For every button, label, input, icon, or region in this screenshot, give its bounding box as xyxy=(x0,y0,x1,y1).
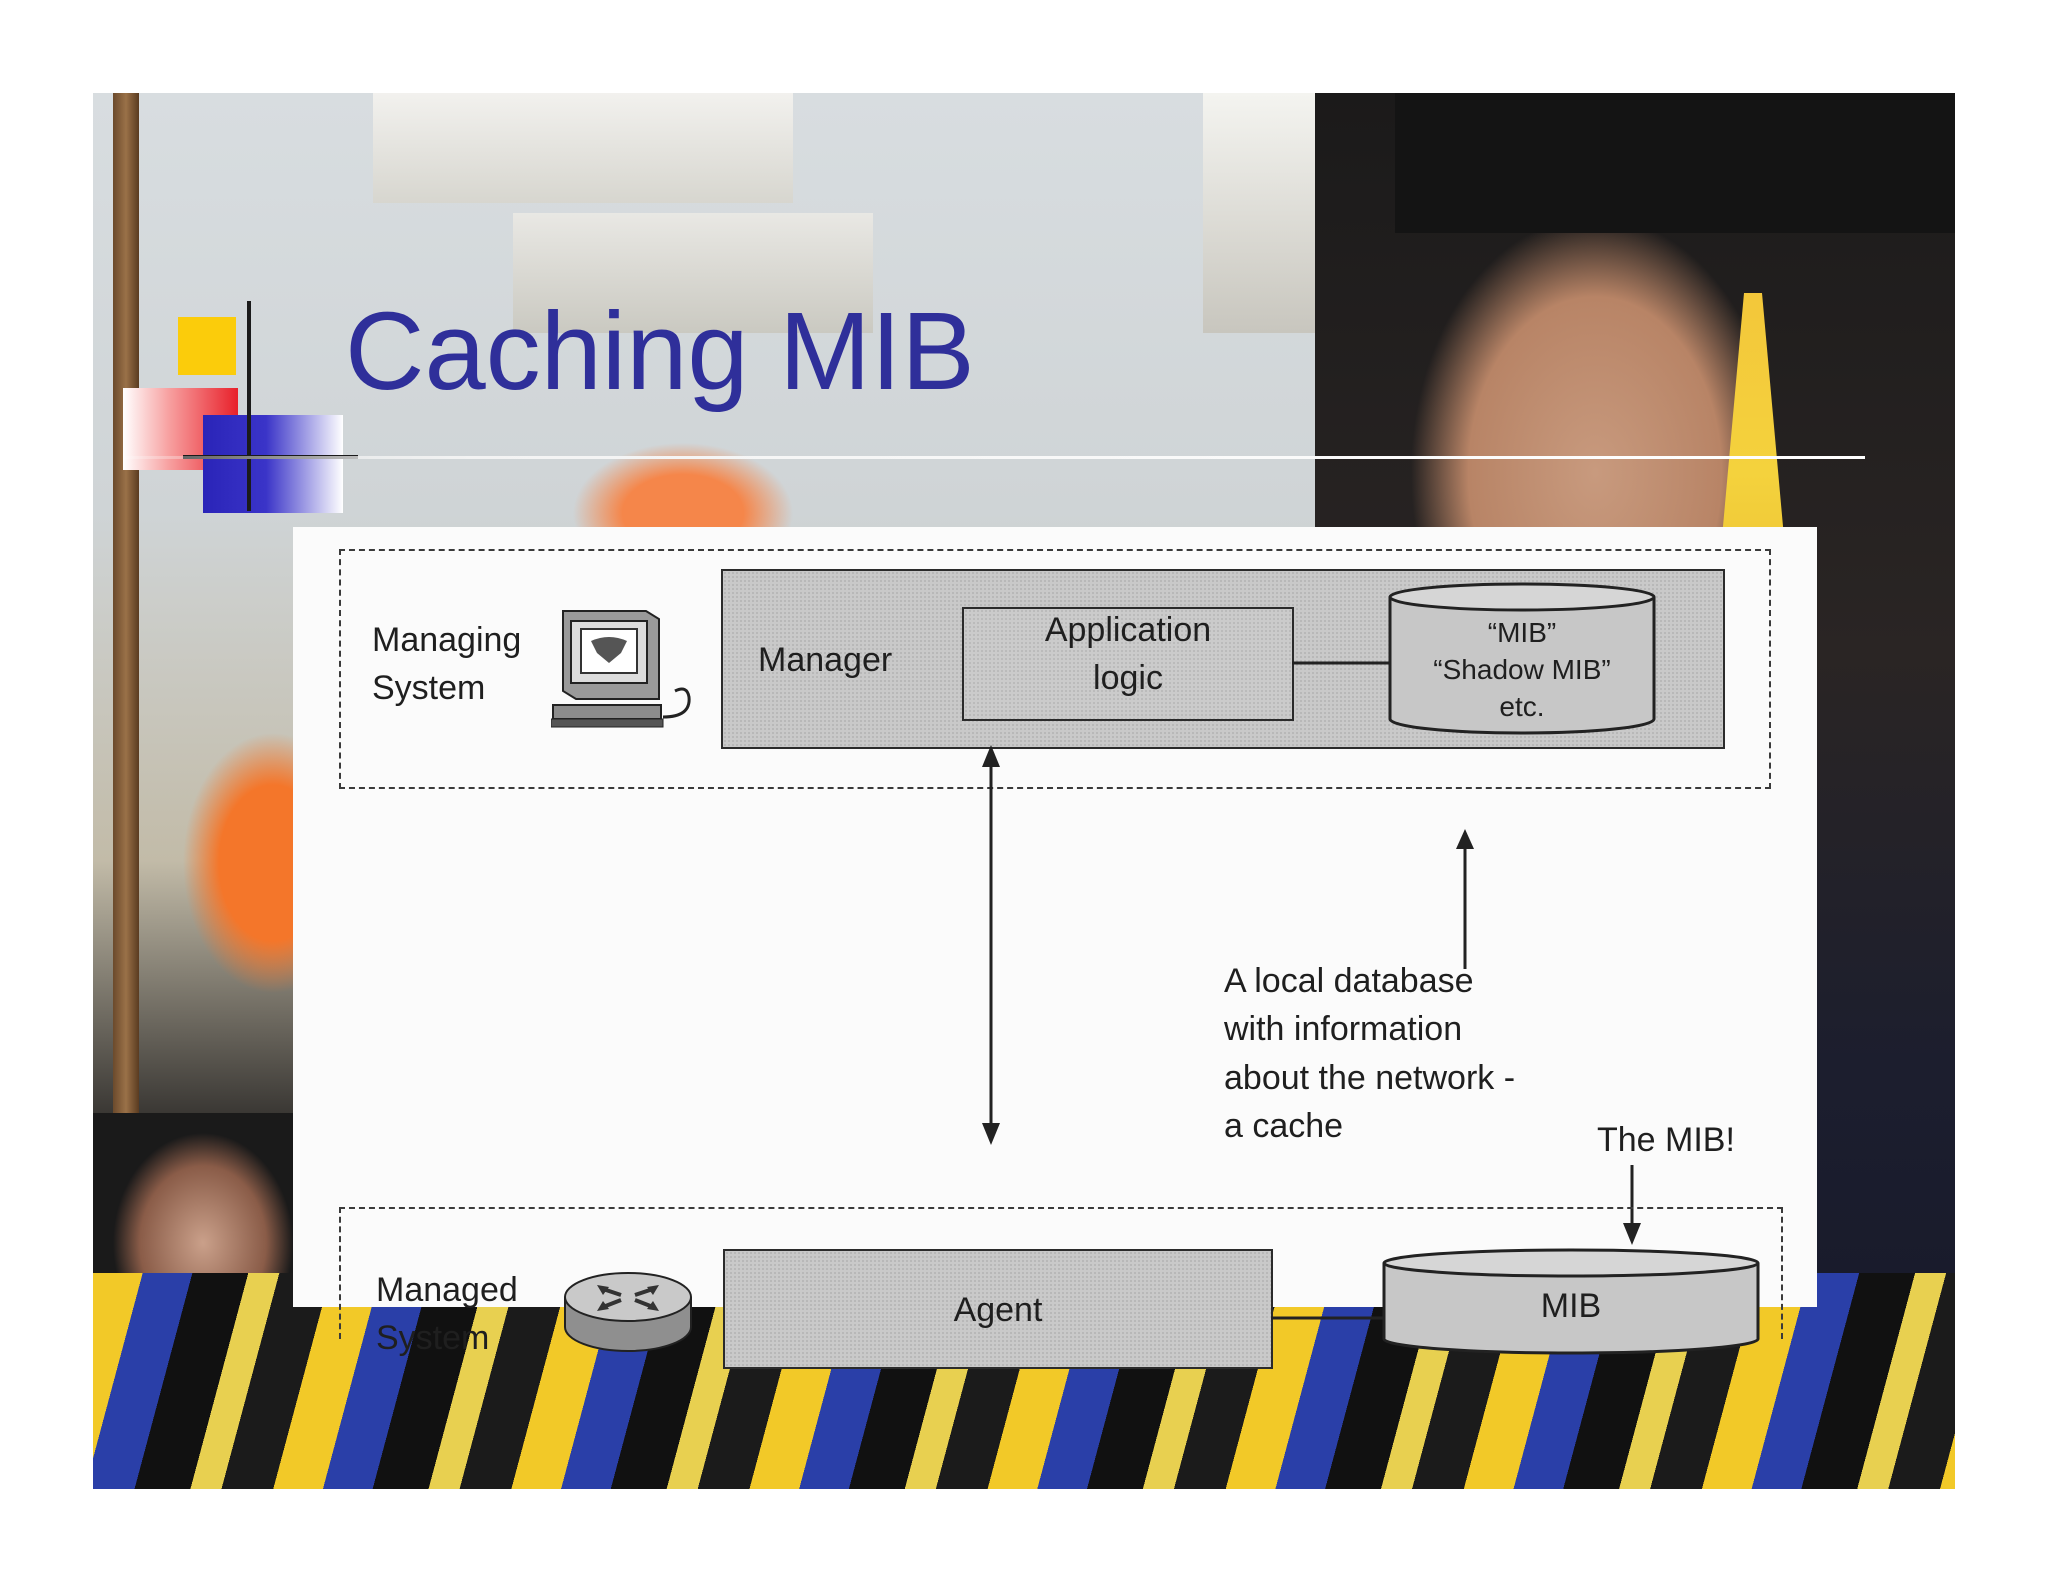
managing-system-region xyxy=(339,549,1771,789)
background-pole xyxy=(113,93,139,1293)
manager-label: Manager xyxy=(758,641,893,679)
background-building xyxy=(373,93,793,203)
background-building xyxy=(513,213,873,333)
title-deco-blue-square xyxy=(203,415,343,513)
slide: Caching MIB Managing System Manager Appl… xyxy=(93,93,1955,1489)
title-deco-yellow-square xyxy=(178,317,236,375)
title-rule xyxy=(123,456,1865,459)
agent-label: Agent xyxy=(953,1291,1043,1329)
shadow-mib-line3: etc. xyxy=(1499,691,1545,722)
shadow-mib-line2: “Shadow MIB” xyxy=(1433,654,1611,685)
managed-system-region xyxy=(339,1207,1783,1339)
managing-system-label: Managing System xyxy=(372,621,522,707)
slide-title: Caching MIB xyxy=(345,290,975,413)
application-logic-box xyxy=(962,607,1294,721)
annotation-local-database: A local database with information about … xyxy=(1224,962,1516,1145)
shadow-mib-line1: “MIB” xyxy=(1487,617,1557,648)
mib-database xyxy=(1381,1247,1761,1359)
router-icon xyxy=(563,1267,693,1362)
application-logic-label: Application logic xyxy=(1044,611,1212,697)
managed-system-label: Managed System xyxy=(376,1271,518,1357)
agent-box xyxy=(723,1249,1273,1369)
mib-label: MIB xyxy=(1540,1287,1602,1325)
title-deco-vertical-line xyxy=(247,301,251,511)
annotation-the-mib: The MIB! xyxy=(1597,1121,1735,1159)
shadow-mib-database xyxy=(1387,581,1657,741)
mib-diagram: Managing System Manager Application logi… xyxy=(293,527,1817,1369)
graduation-cap xyxy=(1395,93,1955,233)
workstation-icon xyxy=(550,607,701,742)
